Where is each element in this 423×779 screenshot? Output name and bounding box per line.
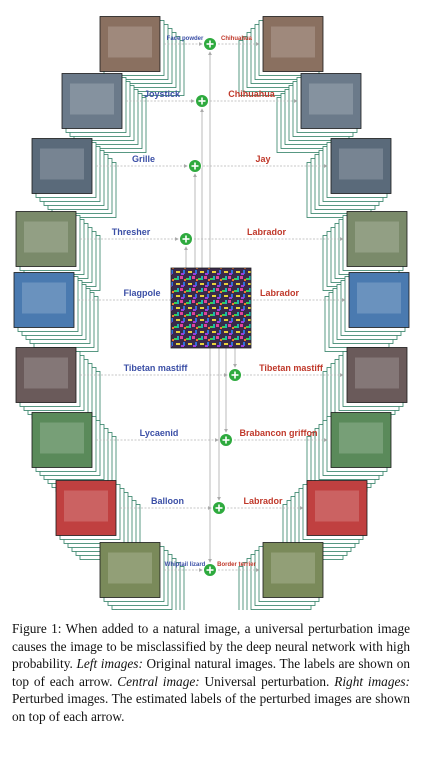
photo-thumbnail bbox=[31, 138, 93, 194]
photo-thumbnail bbox=[15, 347, 77, 403]
image-stack bbox=[61, 73, 147, 153]
photo-thumbnail bbox=[99, 16, 161, 72]
original-label: Thresher bbox=[112, 227, 151, 237]
caption-central-text: Universal perturbation. bbox=[199, 673, 335, 689]
photo-thumbnail bbox=[300, 73, 362, 129]
image-stack bbox=[238, 542, 324, 610]
universal-perturbation-image bbox=[170, 267, 252, 349]
perturbed-label: Border terrier bbox=[217, 562, 256, 568]
photo-thumbnail bbox=[262, 542, 324, 598]
plus-icon bbox=[195, 94, 209, 108]
photo-thumbnail bbox=[346, 347, 408, 403]
image-stack bbox=[31, 412, 117, 492]
original-label: Grille bbox=[132, 154, 155, 164]
arrows bbox=[78, 37, 346, 577]
image-stack bbox=[276, 73, 362, 153]
image-stack bbox=[306, 138, 392, 218]
original-label: Joystick bbox=[144, 89, 181, 99]
photo-thumbnail bbox=[346, 211, 408, 267]
photo-thumbnail bbox=[61, 73, 123, 129]
image-stack bbox=[324, 272, 410, 352]
image-frames bbox=[13, 16, 410, 610]
plus-icon bbox=[203, 37, 217, 51]
plus-icon bbox=[203, 563, 217, 577]
caption-right-text: Perturbed images. The estimated labels o… bbox=[12, 691, 410, 724]
photo-thumbnail bbox=[330, 412, 392, 468]
image-stack bbox=[306, 412, 392, 492]
photo-thumbnail bbox=[13, 272, 75, 328]
plus-icon bbox=[179, 232, 193, 246]
caption-prefix: Figure 1: When added to a natural image,… bbox=[12, 621, 410, 672]
original-label: Flagpole bbox=[123, 288, 160, 298]
caption-central-heading: Central image: bbox=[117, 673, 200, 689]
plus-icon bbox=[219, 433, 233, 447]
plus-icon bbox=[212, 501, 226, 515]
plus-icon bbox=[228, 368, 242, 382]
perturbed-label: Labrador bbox=[247, 227, 287, 237]
original-label: Tibetan mastiff bbox=[124, 363, 189, 373]
image-stack bbox=[322, 211, 408, 291]
image-stack bbox=[15, 347, 101, 427]
photo-thumbnail bbox=[306, 480, 368, 536]
caption-right-heading: Right images: bbox=[334, 673, 410, 689]
original-label: Lycaenid bbox=[140, 428, 179, 438]
photo-thumbnail bbox=[99, 542, 161, 598]
photo-thumbnail bbox=[15, 211, 77, 267]
perturbed-label: Chihuahua bbox=[228, 89, 275, 99]
perturbed-label: Tibetan mastiff bbox=[259, 363, 324, 373]
caption-left-text: Original natural images. The labels are … bbox=[12, 656, 411, 689]
original-label: Balloon bbox=[151, 496, 184, 506]
photo-thumbnail bbox=[348, 272, 410, 328]
photo-thumbnail bbox=[262, 16, 324, 72]
photo-thumbnail bbox=[330, 138, 392, 194]
caption-left-heading: Left images: bbox=[76, 656, 143, 672]
figure-caption: Figure 1: When added to a natural image,… bbox=[12, 620, 410, 726]
perturbed-label: Jay bbox=[255, 154, 270, 164]
original-label: Whiptail lizard bbox=[165, 562, 206, 568]
image-stack bbox=[99, 542, 185, 610]
perturbed-label: Brabancon griffon bbox=[240, 428, 318, 438]
perturbed-label: Chihuahua bbox=[221, 36, 253, 42]
perturbed-label: Labrador bbox=[260, 288, 300, 298]
plus-icon bbox=[188, 159, 202, 173]
photo-thumbnail bbox=[55, 480, 117, 536]
image-stack bbox=[31, 138, 117, 218]
perturbed-label: Labrador bbox=[243, 496, 283, 506]
image-stack bbox=[13, 272, 99, 352]
original-label: Face powder bbox=[167, 36, 204, 42]
photo-thumbnail bbox=[31, 412, 93, 468]
